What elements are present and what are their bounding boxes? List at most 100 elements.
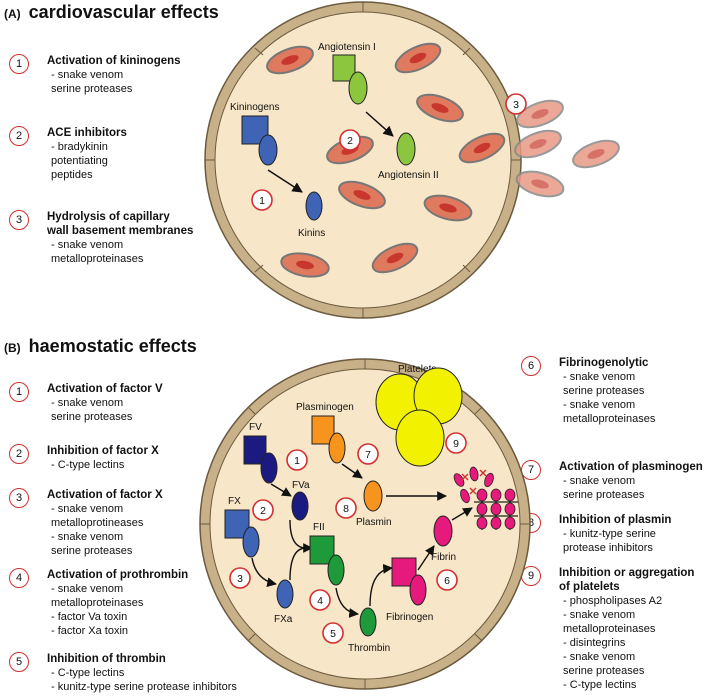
thrombin-label: Thrombin	[348, 643, 390, 654]
b-item-8-bullet-1: - kunitz-type serine protease inhibitors	[563, 528, 656, 554]
thrombin-shape	[359, 607, 377, 637]
b-item-4-title: Activation of prothrombin	[47, 569, 189, 581]
b-item-9-bullet-4: - snake venom serine proteases	[563, 651, 645, 677]
rbc-escaping	[515, 170, 565, 198]
a-item-3-marker: 3	[9, 210, 29, 230]
b-item-6-bullet-1: - snake venom serine proteases	[563, 371, 645, 397]
angiotensin-2-shape	[396, 132, 416, 166]
a-marker-1: 1	[251, 189, 273, 211]
fii-label: FII	[313, 522, 325, 533]
kinins-shape	[305, 191, 323, 221]
arrow-fv	[270, 483, 292, 497]
b-marker-2: 2	[252, 499, 274, 521]
a-item-2-bullet-1: - bradykinin potentiating peptides	[51, 141, 108, 181]
plasminogen-label: Plasminogen	[296, 402, 354, 413]
b-marker-4: 4	[309, 589, 331, 611]
a-item-1-marker: 1	[9, 54, 29, 74]
b-marker-5: 5	[322, 622, 344, 644]
b-item-6-title: Fibrinogenolytic	[559, 357, 649, 369]
section-a-title: (A)cardiovascular effects	[4, 2, 219, 23]
fva-shape	[291, 491, 309, 521]
b-item-7-bullet-1: - snake venom serine proteases	[563, 475, 645, 501]
b-item-3-bullet-2: - snake venom serine proteases	[51, 531, 133, 557]
b-item-4-bullet-2: - factor Va toxin	[51, 611, 128, 623]
rbc	[416, 93, 464, 123]
platelets-shape	[375, 367, 463, 467]
kininogens-shape	[241, 115, 278, 166]
b-marker-1: 1	[286, 449, 308, 471]
b-item-4-bullet-3: - factor Xa toxin	[51, 625, 129, 637]
vessel-a	[204, 1, 522, 319]
arrow-kininogens	[267, 169, 303, 193]
b-item-9-bullet-3: - disintegrins	[563, 637, 626, 649]
arrow-fx	[251, 557, 277, 588]
fv-shape	[243, 435, 278, 484]
b-item-3-marker: 3	[9, 488, 29, 508]
svg-text:2: 2	[260, 505, 266, 517]
b-item-5-bullet-1: - C-type lectins	[51, 667, 125, 679]
rbc-escaping	[572, 139, 620, 169]
fibrin-fragments	[453, 466, 494, 504]
arrow-angiotensin	[365, 111, 394, 137]
b-item-8-title: Inhibition of plasmin	[559, 514, 672, 526]
a-item-3-bullet-1: - snake venom metalloproteinases	[51, 239, 144, 265]
b-item-3-title: Activation of factor X	[47, 489, 163, 501]
fxa-shape	[276, 579, 294, 609]
cleavage-marks	[461, 469, 487, 495]
arrow-plasminogen	[341, 463, 363, 479]
plasminogen-shape	[311, 415, 346, 464]
rbc	[394, 42, 442, 74]
rbc	[338, 180, 386, 210]
angiotensin-2-label: Angiotensin II	[378, 170, 439, 181]
b-item-4-bullet-1: - snake venom metalloproteinases	[51, 583, 144, 609]
plasmin-label: Plasmin	[356, 517, 392, 528]
svg-text:8: 8	[343, 503, 349, 515]
arrow-fibrinogen	[417, 545, 435, 571]
section-b-title: (B) haemostatic effects	[4, 336, 197, 357]
arrow-fibrin	[451, 507, 473, 521]
svg-text:3: 3	[237, 573, 243, 585]
b-marker-7: 7	[357, 443, 379, 465]
section-a-label: (A)	[4, 7, 21, 21]
b-item-6-bullet-2: - snake venom metalloproteinases	[563, 399, 656, 425]
b-item-9-title: Inhibition or aggregation of platelets	[559, 567, 695, 593]
b-item-9-bullet-2: - snake venom metalloproteinases	[563, 609, 656, 635]
plasmin-shape	[363, 480, 383, 512]
section-b-label: (B)	[4, 341, 21, 355]
svg-text:9: 9	[453, 438, 459, 450]
arrow-thrombin	[369, 563, 393, 607]
b-item-6-marker: 6	[521, 356, 541, 376]
b-item-5-bullet-2: - kunitz-type serine protease inhibitors	[51, 681, 237, 693]
fxa-label: FXa	[274, 614, 293, 625]
rbc	[371, 242, 419, 274]
section-b-heading: haemostatic effects	[28, 336, 197, 356]
svg-text:6: 6	[444, 575, 450, 587]
b-marker-8: 8	[335, 497, 357, 519]
fibrin-mesh	[474, 488, 518, 530]
svg-text:5: 5	[330, 628, 336, 640]
vessel-a-cell-seams	[205, 2, 521, 318]
svg-text:1: 1	[259, 195, 265, 207]
vessel-b-cell-seams	[200, 359, 530, 689]
b-item-2-marker: 2	[9, 444, 29, 464]
a-item-1-bullet-1: - snake venom serine proteases	[51, 69, 133, 95]
b-item-5-title: Inhibition of thrombin	[47, 653, 166, 665]
rbc	[423, 194, 473, 222]
arrow-fii	[335, 587, 359, 618]
fibrin-shape	[433, 515, 453, 547]
b-item-9-bullet-1: - phospholipases A2	[563, 595, 663, 607]
b-item-1-marker: 1	[9, 382, 29, 402]
fibrin-label: Fibrin	[431, 552, 456, 563]
platelets-label: Platelets	[398, 364, 436, 375]
a-marker-3: 3	[505, 93, 527, 115]
fibrinogen-shape	[391, 557, 427, 606]
rbc	[280, 252, 330, 278]
b-item-1-bullet-1: - snake venom serine proteases	[51, 397, 133, 423]
a-marker-2: 2	[339, 129, 361, 151]
rbc-escaping	[514, 129, 562, 159]
b-item-2-title: Inhibition of factor X	[47, 445, 159, 457]
fv-label: FV	[249, 422, 262, 433]
svg-text:3: 3	[513, 99, 519, 111]
fibrinogen-label: Fibrinogen	[386, 612, 433, 623]
